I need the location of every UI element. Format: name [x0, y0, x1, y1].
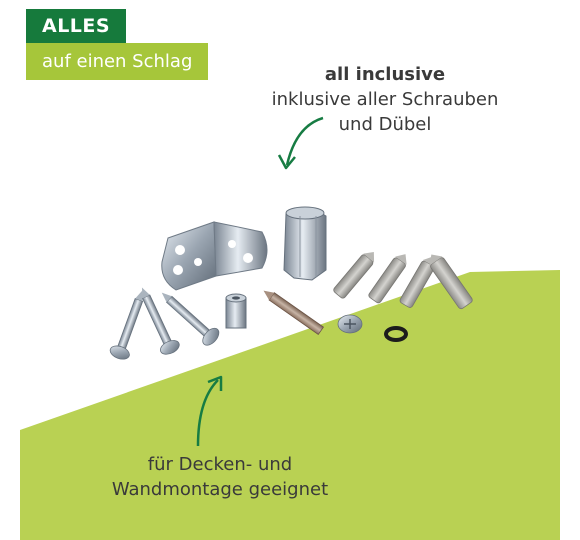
hex-sleeve-icon — [283, 206, 327, 281]
arrow-down-icon — [277, 116, 324, 170]
caption-top-line2: inklusive aller Schrauben — [271, 89, 499, 110]
wall-plug-1-icon — [333, 251, 375, 299]
caption-mounting: für Decken- und Wandmontage geeignet — [90, 452, 350, 502]
screw-1-icon — [109, 290, 144, 360]
screw-head-icon — [337, 314, 363, 334]
caption-top-title: all inclusive — [324, 64, 446, 85]
screw-2-icon — [141, 287, 180, 355]
caption-top-line3: und Dübel — [338, 114, 432, 135]
arrow-up-icon — [196, 375, 223, 447]
green-background-shape — [20, 270, 560, 540]
wall-plug-4-icon — [429, 254, 473, 310]
spacer-sleeve-icon — [225, 293, 247, 329]
caption-bottom-line1: für Decken- und — [147, 454, 293, 475]
headline-badge: ALLES — [26, 9, 127, 43]
screw-3-icon — [161, 292, 220, 346]
subheadline-badge: auf einen Schlag — [26, 43, 209, 80]
caption-all-inclusive: all inclusive inklusive aller Schrauben … — [240, 62, 530, 137]
angle-bracket-icon — [161, 221, 268, 291]
hanger-bolt-icon — [263, 290, 324, 336]
spring-washer-icon — [384, 326, 408, 342]
caption-bottom-line2: Wandmontage geeignet — [111, 479, 329, 500]
wall-plug-2-icon — [368, 254, 407, 304]
